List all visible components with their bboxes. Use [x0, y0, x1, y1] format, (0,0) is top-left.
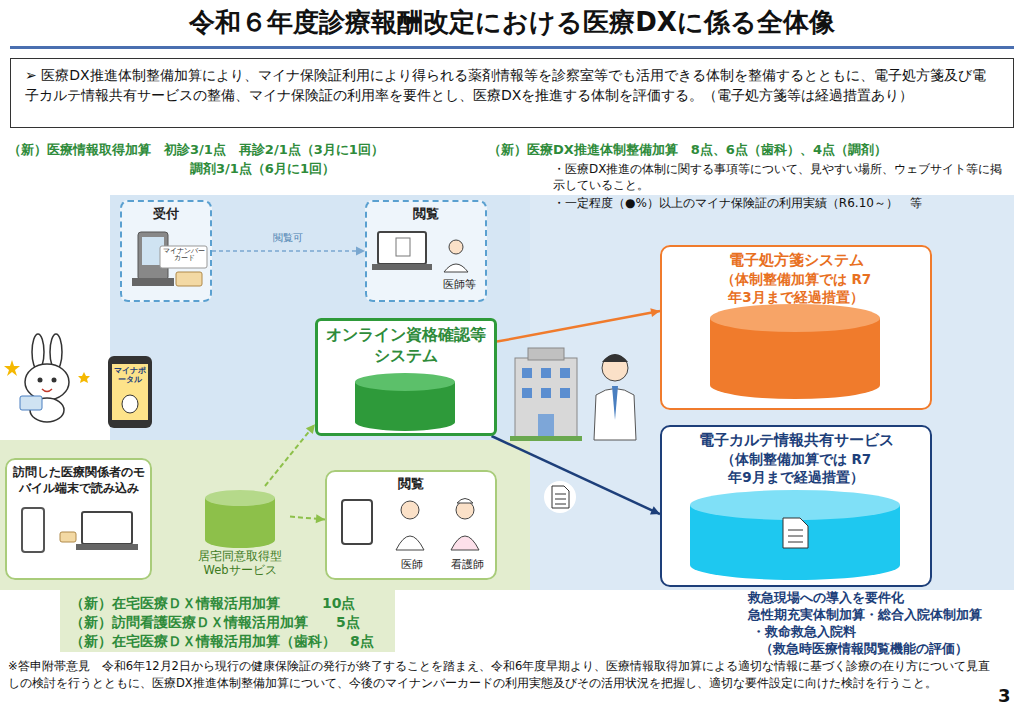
connector-line [212, 250, 365, 252]
note-label: 急性期充実体制加算・総合入院体制加算 [748, 607, 982, 624]
page-number: 3 [998, 684, 1011, 707]
arrow-head [650, 308, 660, 317]
arrow-head [356, 247, 365, 256]
arrow-head [306, 424, 315, 434]
connector [265, 424, 315, 486]
note-label: マイナンバーカード [161, 248, 207, 263]
connector-line [497, 311, 660, 342]
mobile-box: 訪問した医療関係者のモバイル端末で読み込み [5, 458, 152, 580]
node-text: ➢ 医療DX推進体制整備加算により、マイナ保険証利用により得られる薬剤情報等を診… [25, 65, 997, 106]
connector [212, 247, 365, 256]
note-label: （救急時医療情報閲覧機能の評価） [760, 641, 968, 658]
note-label: （新）在宅医療ＤＸ情報活用加算（歯科） 8点 [70, 632, 374, 650]
arrow-head [316, 514, 325, 523]
note-label: ・救命救急入院料 [752, 624, 856, 641]
node-text: （体制整備加算では R7年9月まで経過措置） [718, 451, 874, 486]
system-box: 電子カルテ情報共有サービス（体制整備加算では R7年9月まで経過措置） [660, 425, 932, 587]
node-text: 受付 [122, 206, 210, 223]
system-box: 電子処方箋システム（体制整備加算では R7年3月まで経過措置） [660, 245, 932, 410]
note-label: （新）医療情報取得加算 初診3/1点 再診2/1点（3月に1回） [8, 142, 384, 159]
note-label: （新）在宅医療ＤＸ情報活用加算 10点 [70, 594, 355, 612]
edge-label: 閲覧可 [271, 231, 305, 244]
note-label: （新）訪問看護医療ＤＸ情報活用加算 5点 [70, 613, 360, 631]
web-service-cylinder: 居宅同意取得型Webサービス [190, 486, 290, 588]
node-text: 閲覧 [327, 476, 495, 493]
node-text: 医師 [392, 558, 432, 572]
node-text: 閲覧 [367, 206, 485, 223]
node-text: （体制整備加算では R7年3月まで経過措置） [718, 271, 874, 306]
system-box: オンライン資格確認等システム [315, 318, 497, 436]
view-box: 閲覧医師等 [365, 200, 487, 302]
view-box: 閲覧医師看護師 [325, 470, 497, 580]
note-label: ※答申附帯意見 令和6年12月2日から現行の健康保険証の発行が終了することを踏ま… [8, 658, 993, 691]
node-text: オンライン資格確認等システム [324, 325, 488, 367]
node-text: 看護師 [442, 558, 492, 572]
connector-line [492, 436, 660, 514]
node-text: 訪問した医療関係者のモバイル端末で読み込み [11, 465, 147, 496]
slide-title: 令和６年度診療報酬改定における医療DXに係る全体像 [0, 6, 1024, 40]
note-label: ・一定程度（●%）以上のマイナ保険証の利用実績（R6.10～） 等 [553, 196, 1003, 212]
node-text: 電子カルテ情報共有サービス [662, 431, 930, 451]
connector [497, 308, 660, 341]
node-text: 医師等 [433, 278, 485, 292]
arrow-head [650, 506, 660, 514]
connector [290, 514, 325, 523]
note-label: ・医療DX推進の体制に関する事項等について、見やすい場所、ウェブサイト等に掲示し… [553, 162, 1003, 193]
summary-box: ➢ 医療DX推進体制整備加算により、マイナ保険証利用により得られる薬剤情報等を診… [10, 58, 1014, 128]
node-text: 電子処方箋システム [662, 251, 930, 271]
note-label: 救急現場への導入を要件化 [748, 590, 904, 607]
note-label: 調剤3/1点（6月に1回） [190, 161, 335, 178]
connector [492, 436, 660, 514]
node-text: 居宅同意取得型Webサービス [190, 550, 290, 578]
note-label: （新）医療DX推進体制整備加算 8点、6点（歯科）、4点（調剤） [488, 142, 887, 159]
connector-line [265, 424, 315, 486]
note-label: マイナポータル [113, 367, 147, 385]
